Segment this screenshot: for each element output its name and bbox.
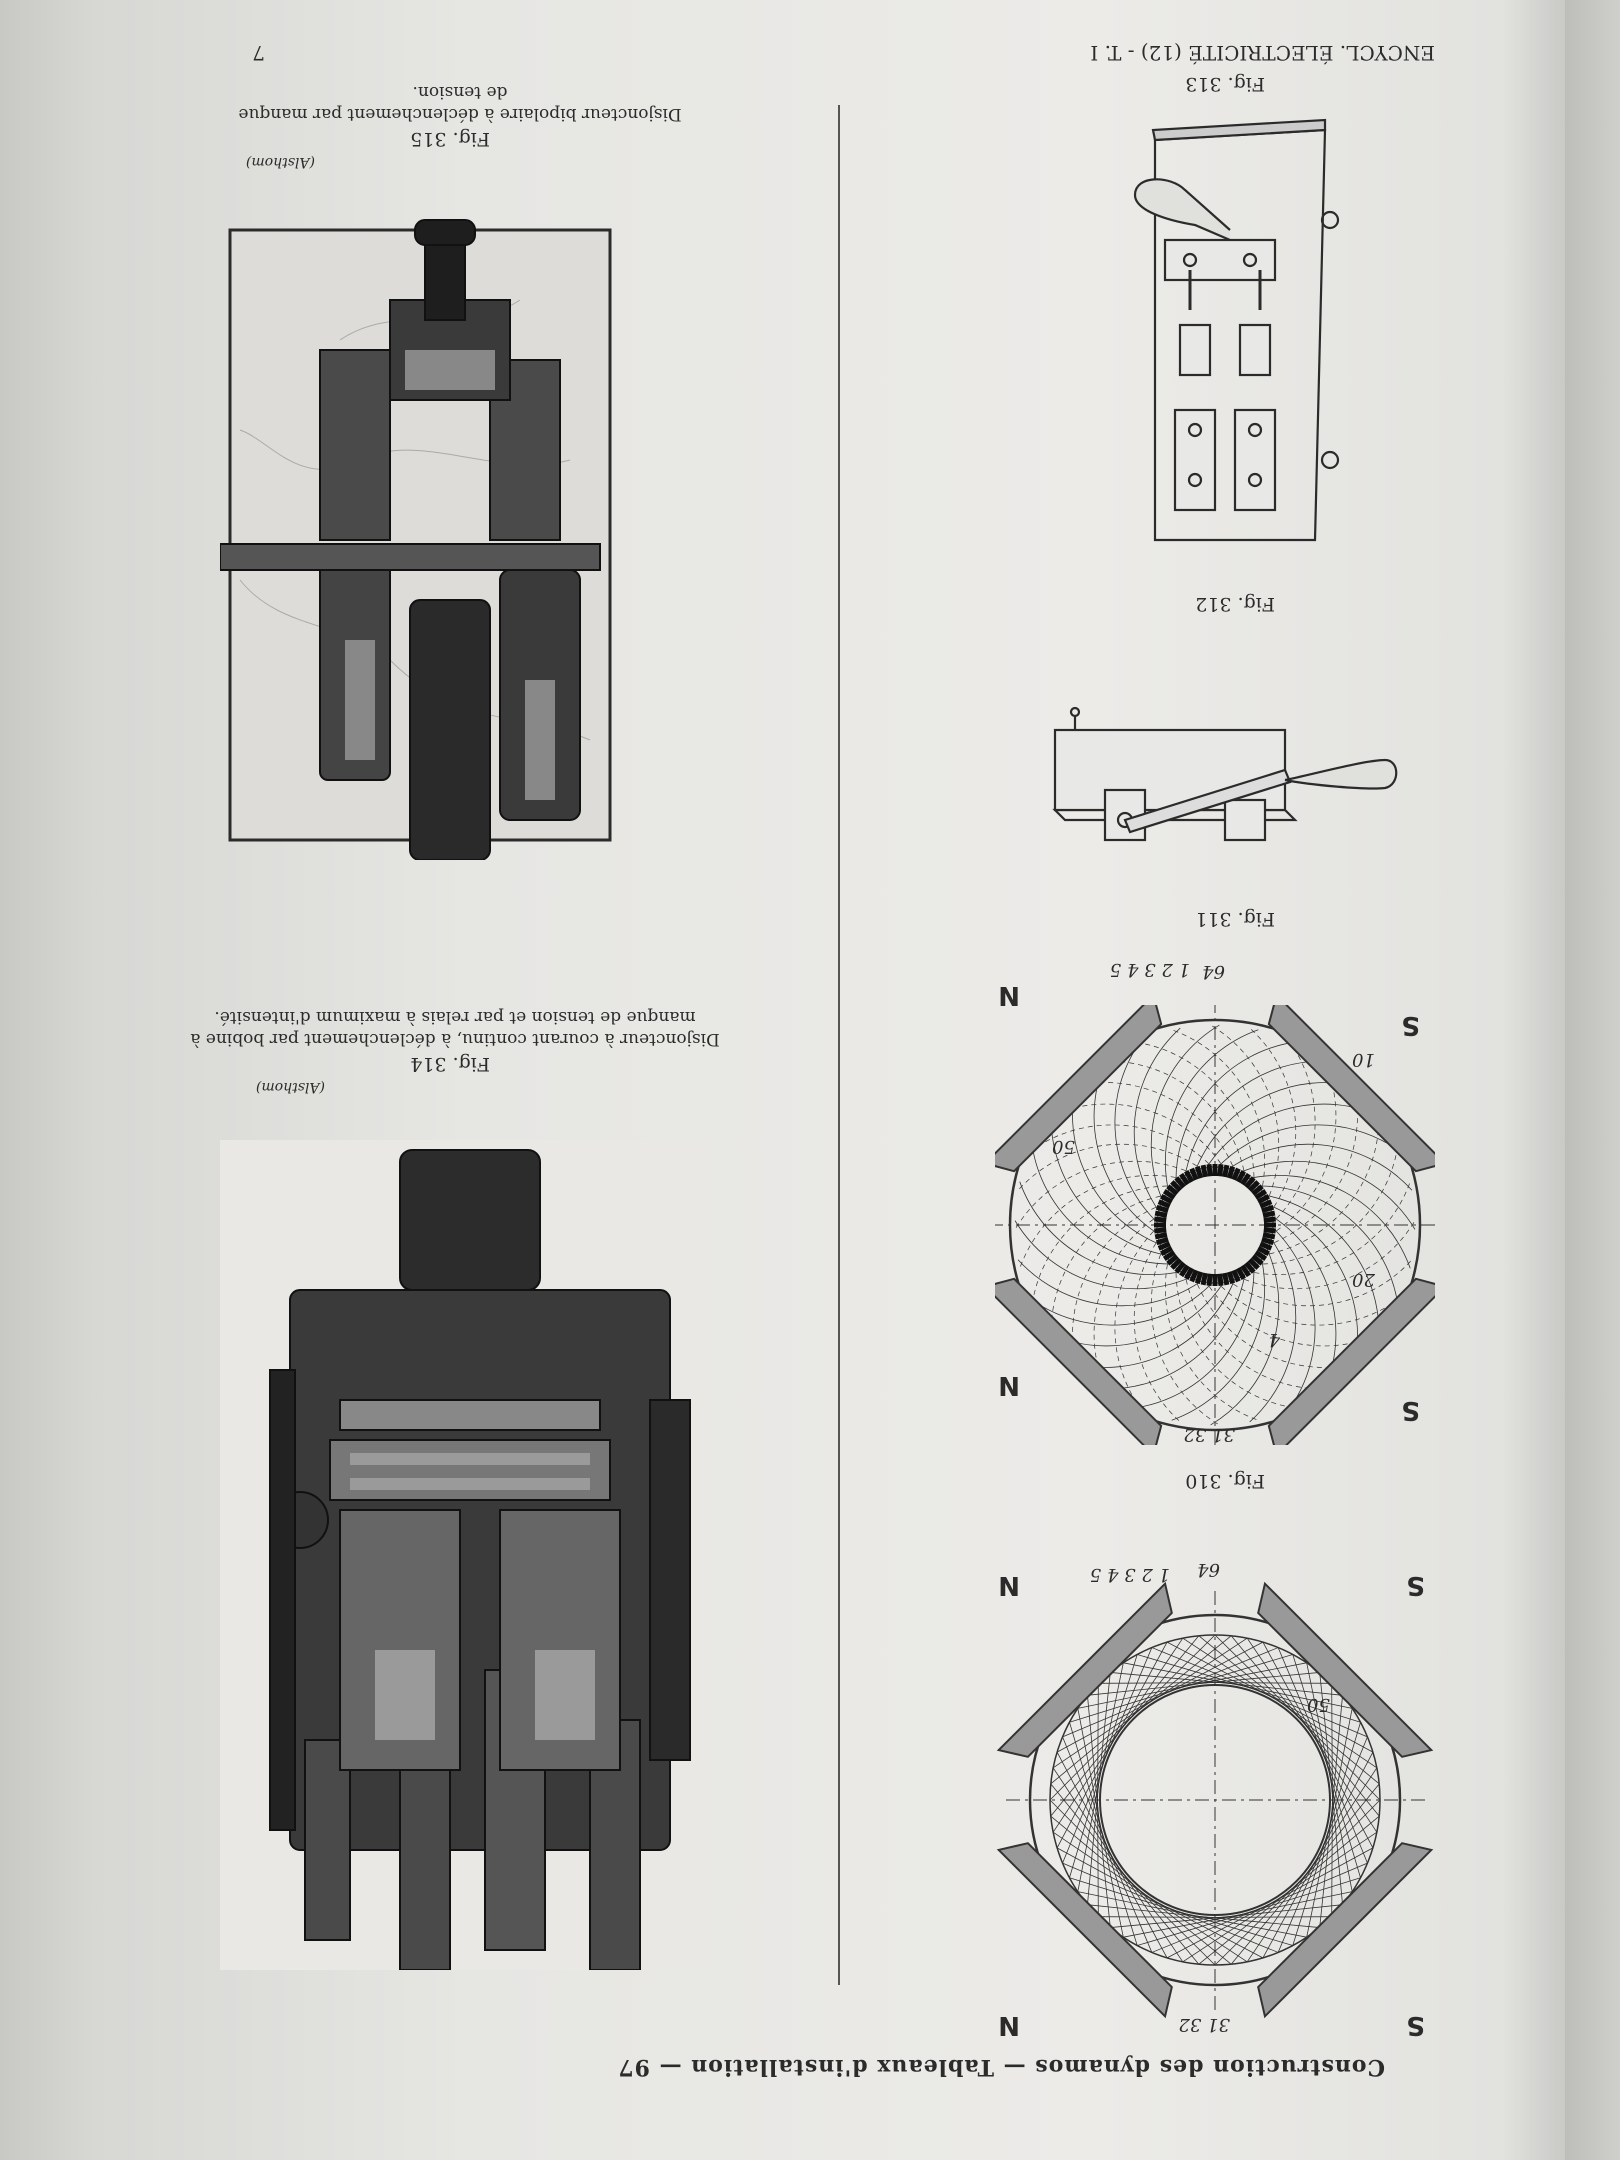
fig311-pole-4: N xyxy=(998,980,1020,1010)
fig311-winding-diagram xyxy=(995,1005,1435,1445)
fig311-winding-number: 1 2 3 4 5 xyxy=(1109,959,1190,980)
fig315-circuit-breaker-photo xyxy=(220,219,612,860)
running-head-title: Construction des dynamos — Tableaux d'in… xyxy=(617,2054,1385,2080)
fig311-pole-3: S xyxy=(1401,1010,1420,1040)
book-page: Construction des dynamos — Tableaux d'in… xyxy=(190,41,1435,2080)
fig310-pole-3: S xyxy=(1406,1570,1425,1600)
page-edge xyxy=(1565,0,1620,2160)
fig314-credit: (Alsthom) xyxy=(255,1079,325,1095)
fig310-pole-1: S xyxy=(1406,2010,1425,2040)
fig310-winding-number: 50 xyxy=(1307,1694,1330,1715)
fig311-winding-number: 50 xyxy=(1052,1136,1075,1157)
fig314-label: Fig. 314 xyxy=(410,1053,490,1075)
fig311-winding-number: 10 xyxy=(1352,1049,1375,1070)
fig311-winding-number: 64 xyxy=(1202,961,1225,982)
fig310-winding-number: 31 32 xyxy=(1178,2014,1230,2035)
fig310-winding-number: 1 2 3 4 5 xyxy=(1089,1564,1170,1585)
fig312-label: Fig. 312 xyxy=(1195,593,1275,615)
fig310-winding-number: 64 xyxy=(1197,1559,1220,1580)
fig311-label: Fig. 311 xyxy=(1195,908,1275,930)
fig310-pole-2: N xyxy=(998,2010,1020,2040)
fig314-caption: Disjoncteur à courant continu, à déclenc… xyxy=(190,1006,720,1049)
fig311-winding-number: 31 32 xyxy=(1183,1424,1235,1445)
fig311-pole-1: S xyxy=(1401,1395,1420,1425)
fig311-winding-number: 20 xyxy=(1352,1269,1375,1290)
fig310-label: Fig. 310 xyxy=(1185,1470,1265,1492)
fig311-pole-2: N xyxy=(998,1370,1020,1400)
fig314-circuit-breaker-photo xyxy=(220,1140,710,1970)
footer-signature-number: 7 xyxy=(252,41,265,65)
fig313-knife-switch-drawing xyxy=(1133,118,1340,542)
column-divider xyxy=(838,105,840,1985)
fig312-knife-switch-drawing xyxy=(1052,706,1398,842)
fig311-winding-number: 4 xyxy=(1268,1329,1280,1350)
fig315-caption: Disjoncteur bipolaire à déclenchement pa… xyxy=(238,81,682,124)
fig313-label: Fig. 313 xyxy=(1185,73,1265,95)
fig310-winding-diagram xyxy=(996,1581,1434,2019)
fig315-label: Fig. 315 xyxy=(410,128,490,150)
footer-volume-info: ENCYCL. ÉLECTRICITÉ (12) - T. I xyxy=(1090,41,1435,65)
fig315-credit: (Alsthom) xyxy=(245,154,315,170)
fig310-pole-4: N xyxy=(998,1570,1020,1600)
